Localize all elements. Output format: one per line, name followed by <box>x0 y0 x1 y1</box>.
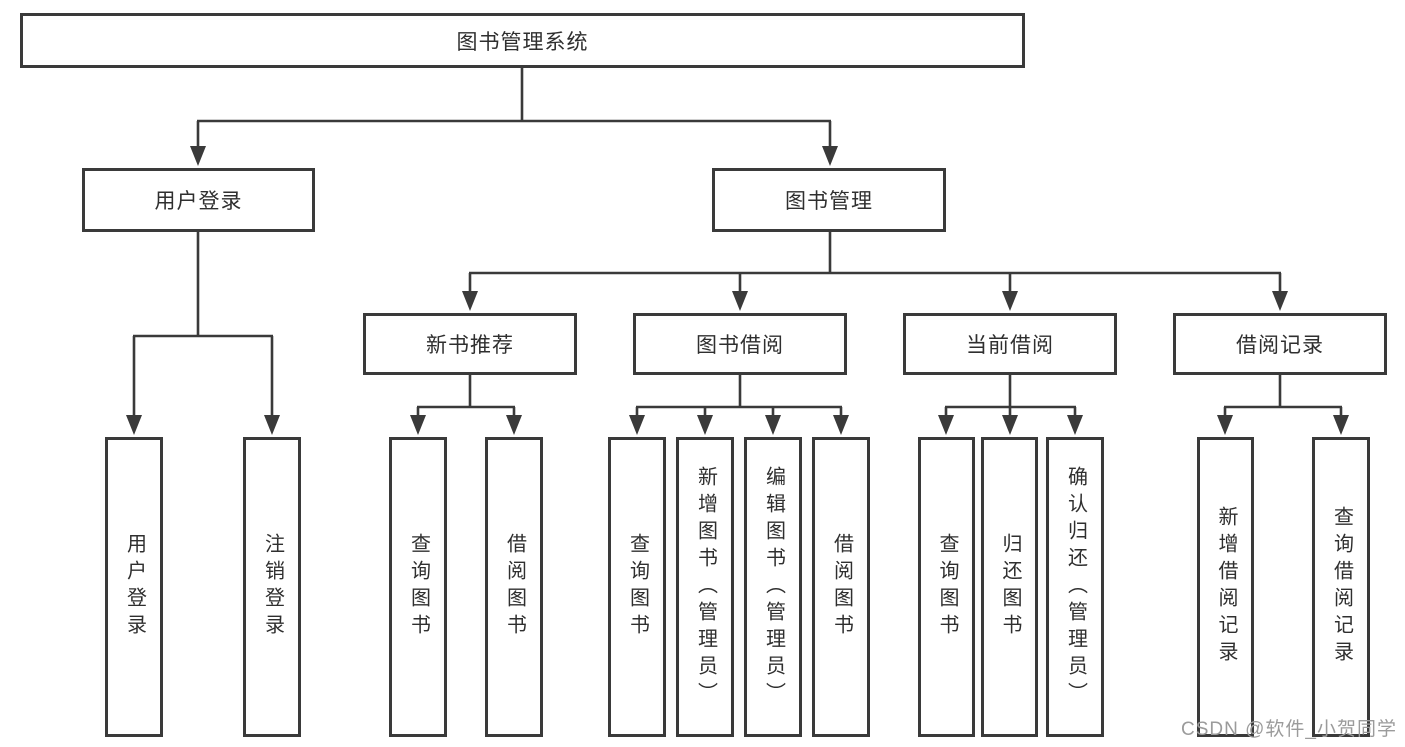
node-borrowing-records: 借阅记录 <box>1173 313 1387 375</box>
node-label: 当前借阅 <box>966 334 1054 357</box>
node-label: 注销登录 <box>261 533 284 641</box>
leaf-query-books: 查询图书 <box>918 437 975 737</box>
leaf-query-books: 查询图书 <box>389 437 447 737</box>
node-current-borrowing: 当前借阅 <box>903 313 1117 375</box>
node-label: 图书管理系统 <box>456 30 589 54</box>
node-label: 借阅图书 <box>830 533 853 641</box>
leaf-user-login: 用户登录 <box>105 437 163 737</box>
leaf-confirm-return-admin: 确认归还（管理员） <box>1046 437 1104 737</box>
leaf-add-books-admin: 新增图书（管理员） <box>676 437 734 737</box>
leaf-edit-books-admin: 编辑图书（管理员） <box>744 437 802 737</box>
node-label: 编辑图书（管理员） <box>762 465 785 709</box>
leaf-query-books: 查询图书 <box>608 437 666 737</box>
node-label: 用户登录 <box>123 533 146 641</box>
leaf-add-borrow-record: 新增借阅记录 <box>1197 437 1254 737</box>
node-label: 图书管理 <box>785 190 873 213</box>
csdn-watermark: CSDN @软件_小贺同学 <box>1181 719 1397 740</box>
leaf-borrow-books: 借阅图书 <box>812 437 870 737</box>
leaf-return-books: 归还图书 <box>981 437 1038 737</box>
node-label: 新增图书（管理员） <box>694 465 717 709</box>
node-label: 查询借阅记录 <box>1330 506 1353 668</box>
node-book-borrowing: 图书借阅 <box>633 313 847 375</box>
node-book-management: 图书管理 <box>712 168 946 232</box>
node-label: 新书推荐 <box>426 334 514 357</box>
leaf-borrow-books: 借阅图书 <box>485 437 543 737</box>
node-label: 用户登录 <box>154 190 243 213</box>
node-label: 借阅图书 <box>503 533 526 641</box>
node-label: 查询图书 <box>626 533 649 641</box>
leaf-query-borrow-record: 查询借阅记录 <box>1312 437 1370 737</box>
leaf-logout: 注销登录 <box>243 437 301 737</box>
node-label: 借阅记录 <box>1236 334 1324 357</box>
node-label: 归还图书 <box>999 533 1021 641</box>
node-label: 图书借阅 <box>696 334 784 357</box>
node-new-book-recommend: 新书推荐 <box>363 313 577 375</box>
node-label: 查询图书 <box>407 533 430 641</box>
node-label: 确认归还（管理员） <box>1064 465 1087 709</box>
node-label: 查询图书 <box>936 533 958 641</box>
node-user-login: 用户登录 <box>82 168 315 232</box>
node-root-system: 图书管理系统 <box>20 13 1025 68</box>
node-label: 新增借阅记录 <box>1215 506 1237 668</box>
